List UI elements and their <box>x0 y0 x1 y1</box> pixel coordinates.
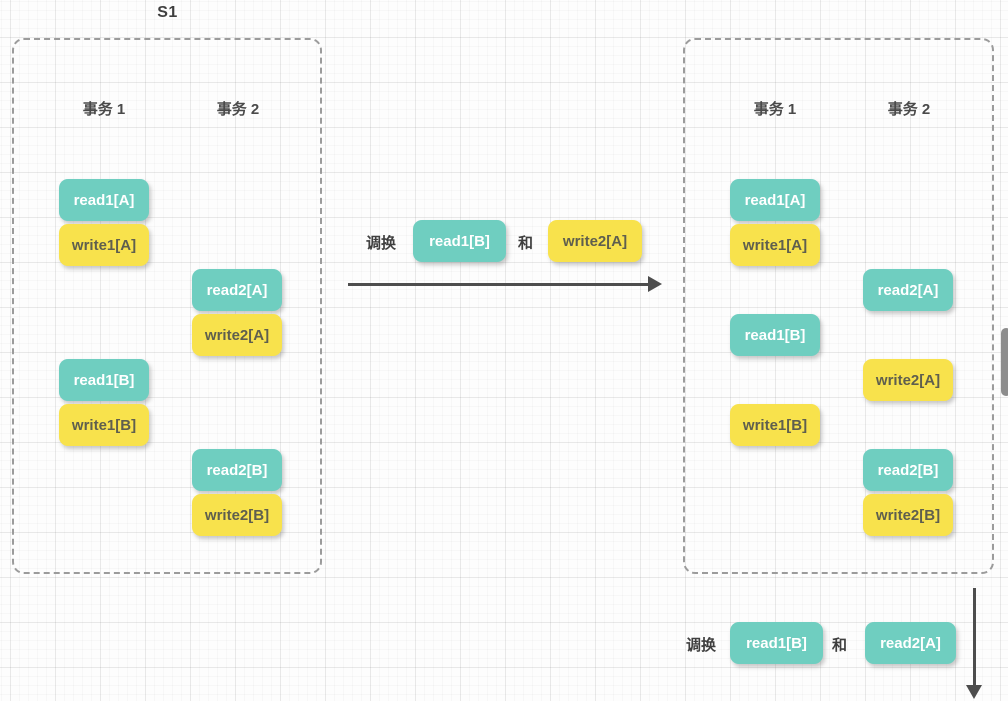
schedule-panel-before: 事务 1 事务 2 read1[A]write1[A]read2[A]write… <box>12 38 322 574</box>
vertical-scrollbar-thumb[interactable] <box>1001 328 1008 396</box>
swap2-conjunction-label: 和 <box>832 637 848 654</box>
swap1-first-operation-chip: read1[B] <box>413 220 506 262</box>
operation-box-read1A: read1[A] <box>59 179 149 221</box>
transaction-1-header: 事务 1 <box>82 101 126 118</box>
swap1-action-label: 调换 <box>366 235 397 252</box>
operation-box-read2A: read2[A] <box>863 269 953 311</box>
swap2-arrow-shaft <box>973 588 976 686</box>
operation-box-read2B: read2[B] <box>863 449 953 491</box>
operation-box-write1A: write1[A] <box>59 224 149 266</box>
operation-box-read1B: read1[B] <box>730 314 820 356</box>
operation-box-read2A: read2[A] <box>192 269 282 311</box>
swap1-arrow-shaft <box>348 283 650 286</box>
operation-box-write2B: write2[B] <box>863 494 953 536</box>
operation-box-read2B: read2[B] <box>192 449 282 491</box>
operation-box-write1B: write1[B] <box>730 404 820 446</box>
operation-box-read1B: read1[B] <box>59 359 149 401</box>
swap2-arrowhead-down-icon <box>966 685 982 699</box>
operation-box-write2A: write2[A] <box>863 359 953 401</box>
swap1-conjunction-label: 和 <box>518 235 534 252</box>
operation-box-write2A: write2[A] <box>192 314 282 356</box>
schedule-title: S1 <box>157 4 178 21</box>
operation-box-write2B: write2[B] <box>192 494 282 536</box>
schedule-panel-after: 事务 1 事务 2 read1[A]write1[A] read2[A] read1… <box>683 38 994 574</box>
swap2-second-operation-chip: read2[A] <box>865 622 956 664</box>
operation-box-read1A: read1[A] <box>730 179 820 221</box>
transaction-1-header: 事务 1 <box>753 101 797 118</box>
swap2-action-label: 调换 <box>686 637 717 654</box>
operation-box-write1B: write1[B] <box>59 404 149 446</box>
transaction-2-header: 事务 2 <box>887 101 931 118</box>
transaction-2-header: 事务 2 <box>216 101 260 118</box>
swap1-arrowhead-right-icon <box>648 276 662 292</box>
swap2-first-operation-chip: read1[B] <box>730 622 823 664</box>
operation-box-write1A: write1[A] <box>730 224 820 266</box>
swap1-second-operation-chip: write2[A] <box>548 220 642 262</box>
